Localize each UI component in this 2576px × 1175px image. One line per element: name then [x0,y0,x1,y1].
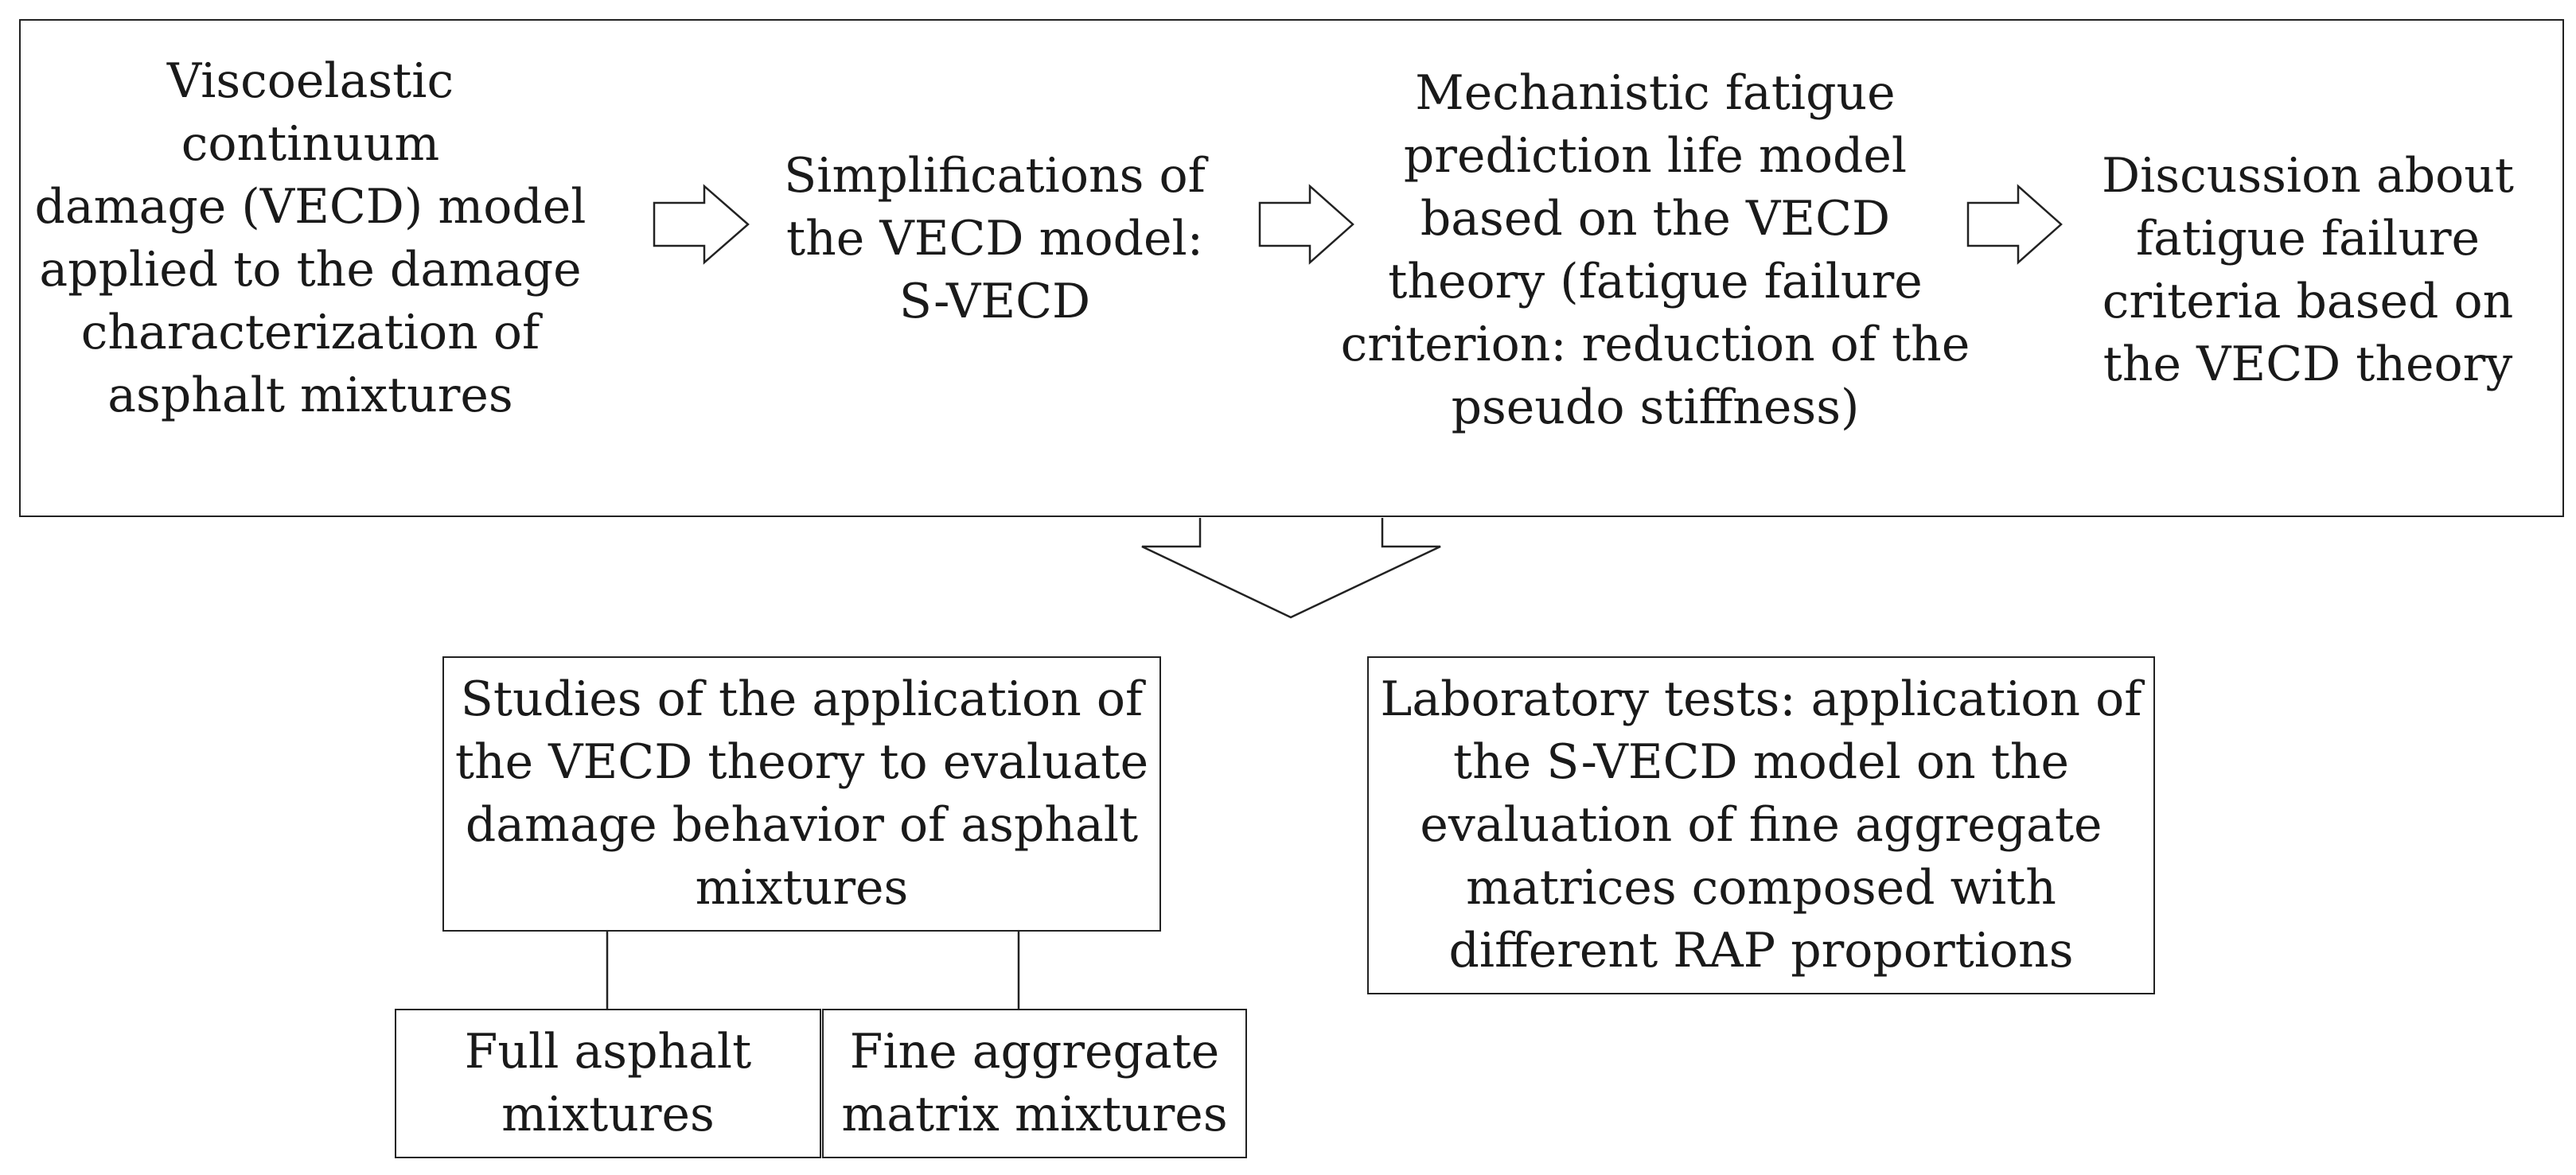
right-arrow-icon [1258,184,1354,265]
lab-tests-box: Laboratory tests: application of the S-V… [1367,656,2155,994]
step-failure-criteria: Discussion about fatigue failure criteri… [2102,148,2514,392]
step-s-vecd: Simplifications of the VECD model: S-VEC… [784,147,1206,329]
process-frame [19,19,2564,517]
right-arrow-icon [653,184,750,265]
right-arrow-icon [1966,184,2063,265]
step-fatigue-life-model: Mechanistic fatigue prediction life mode… [1340,65,1970,435]
down-arrow-icon [1141,518,1441,619]
fine-aggregate-box: Fine aggregate matrix mixtures [822,1009,1247,1158]
step-vecd-model: Viscoelastic continuum damage (VECD) mod… [34,53,587,423]
full-asphalt-box: Full asphalt mixtures [395,1009,821,1158]
studies-box: Studies of the application of the VECD t… [442,656,1161,932]
